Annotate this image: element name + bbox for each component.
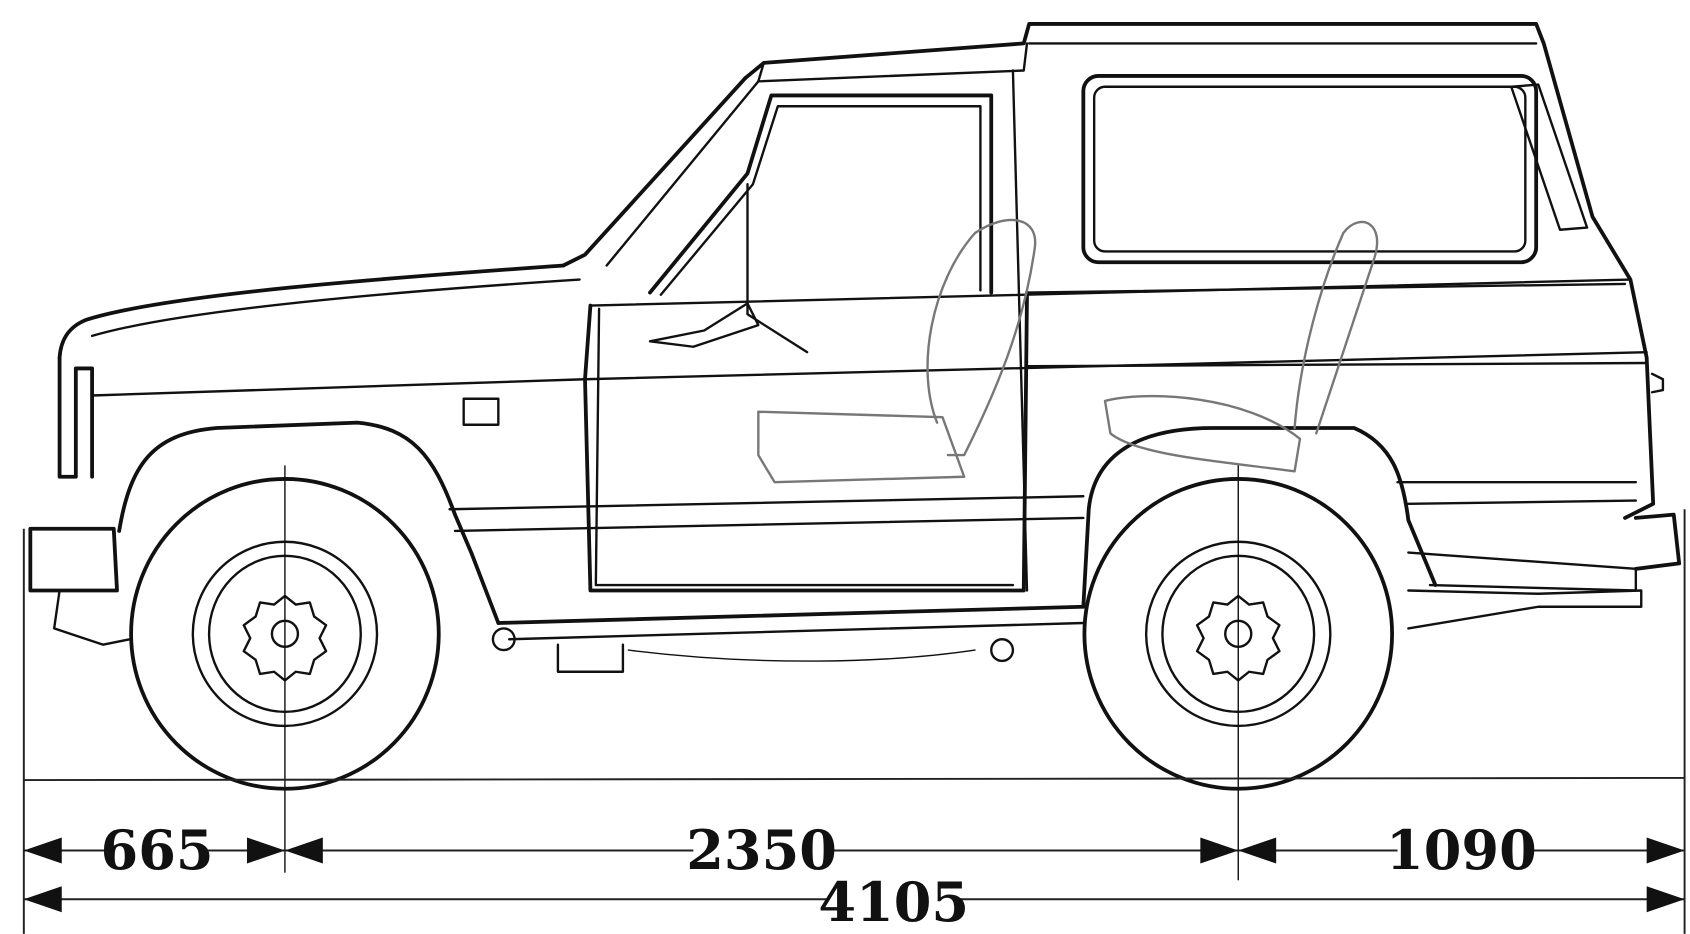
arrow-head — [23, 837, 62, 864]
rear-wheel — [1082, 465, 1394, 881]
ground-line — [23, 776, 1685, 782]
vehicle-body — [28, 22, 1682, 673]
front-overhang-label: 665 — [101, 818, 214, 882]
arrow-head — [1238, 837, 1277, 864]
rear-overhang-label: 1090 — [1386, 818, 1537, 882]
front-wheel — [129, 465, 441, 873]
seats — [757, 218, 1379, 484]
arrow-head — [1200, 837, 1239, 864]
arrow-head — [247, 837, 285, 864]
arrow-head — [1646, 837, 1685, 864]
overall-length-label: 4105 — [818, 870, 969, 934]
arrow-head — [23, 886, 62, 913]
arrow-head — [284, 837, 323, 864]
dimension-lines: 665 2350 1090 4105 — [22, 509, 1686, 934]
wheelbase-label: 2350 — [686, 818, 837, 882]
arrow-head — [1646, 886, 1685, 913]
